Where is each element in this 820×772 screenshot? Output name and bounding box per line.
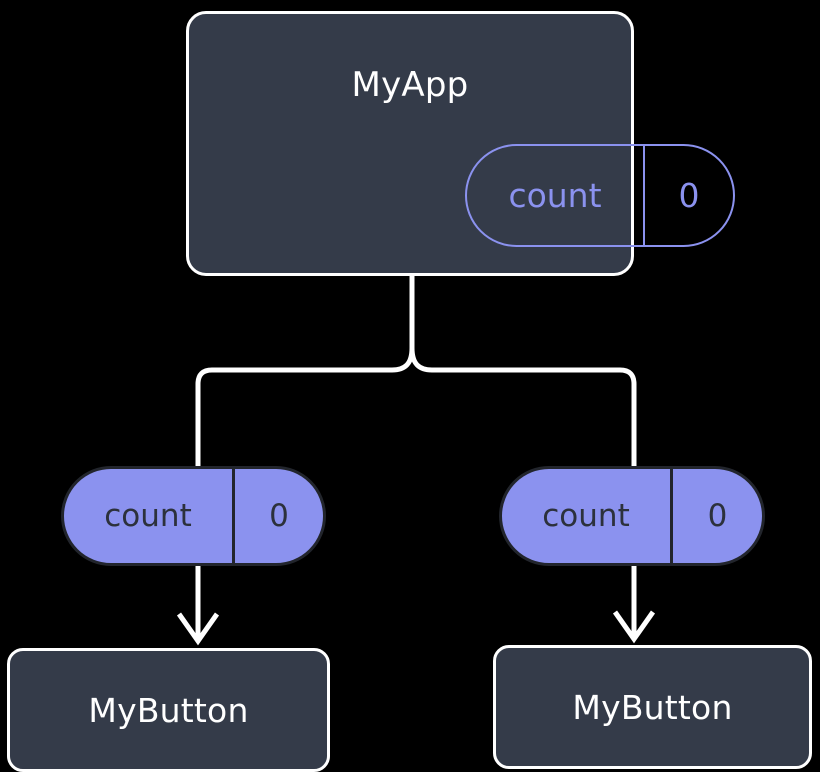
state-pill-child-0-value: 0 [269,497,289,534]
component-label-myapp: MyApp [351,65,469,105]
arrow-head-right-icon [612,610,656,644]
state-pill-child-1-value: 0 [707,497,728,534]
component-label-mybutton-1: MyButton [572,687,733,727]
wire-branch-right [409,347,637,466]
component-label-mybutton-0: MyButton [88,690,249,730]
state-pill-root[interactable]: count 0 [465,144,735,247]
state-pill-root-key: count [467,146,645,245]
state-pill-root-value: 0 [678,176,700,215]
component-node-mybutton-0[interactable]: MyButton [7,648,330,772]
state-pill-child-1-key: count [502,469,673,563]
state-pill-child-1[interactable]: count 0 [499,466,765,566]
state-pill-child-0-key: count [64,469,235,563]
state-pill-child-0[interactable]: count 0 [61,466,326,566]
wire-branch-left [195,347,415,466]
arrow-head-left-icon [176,612,220,646]
component-node-mybutton-1[interactable]: MyButton [493,645,812,769]
component-node-myapp[interactable]: MyApp count 0 [186,11,735,276]
